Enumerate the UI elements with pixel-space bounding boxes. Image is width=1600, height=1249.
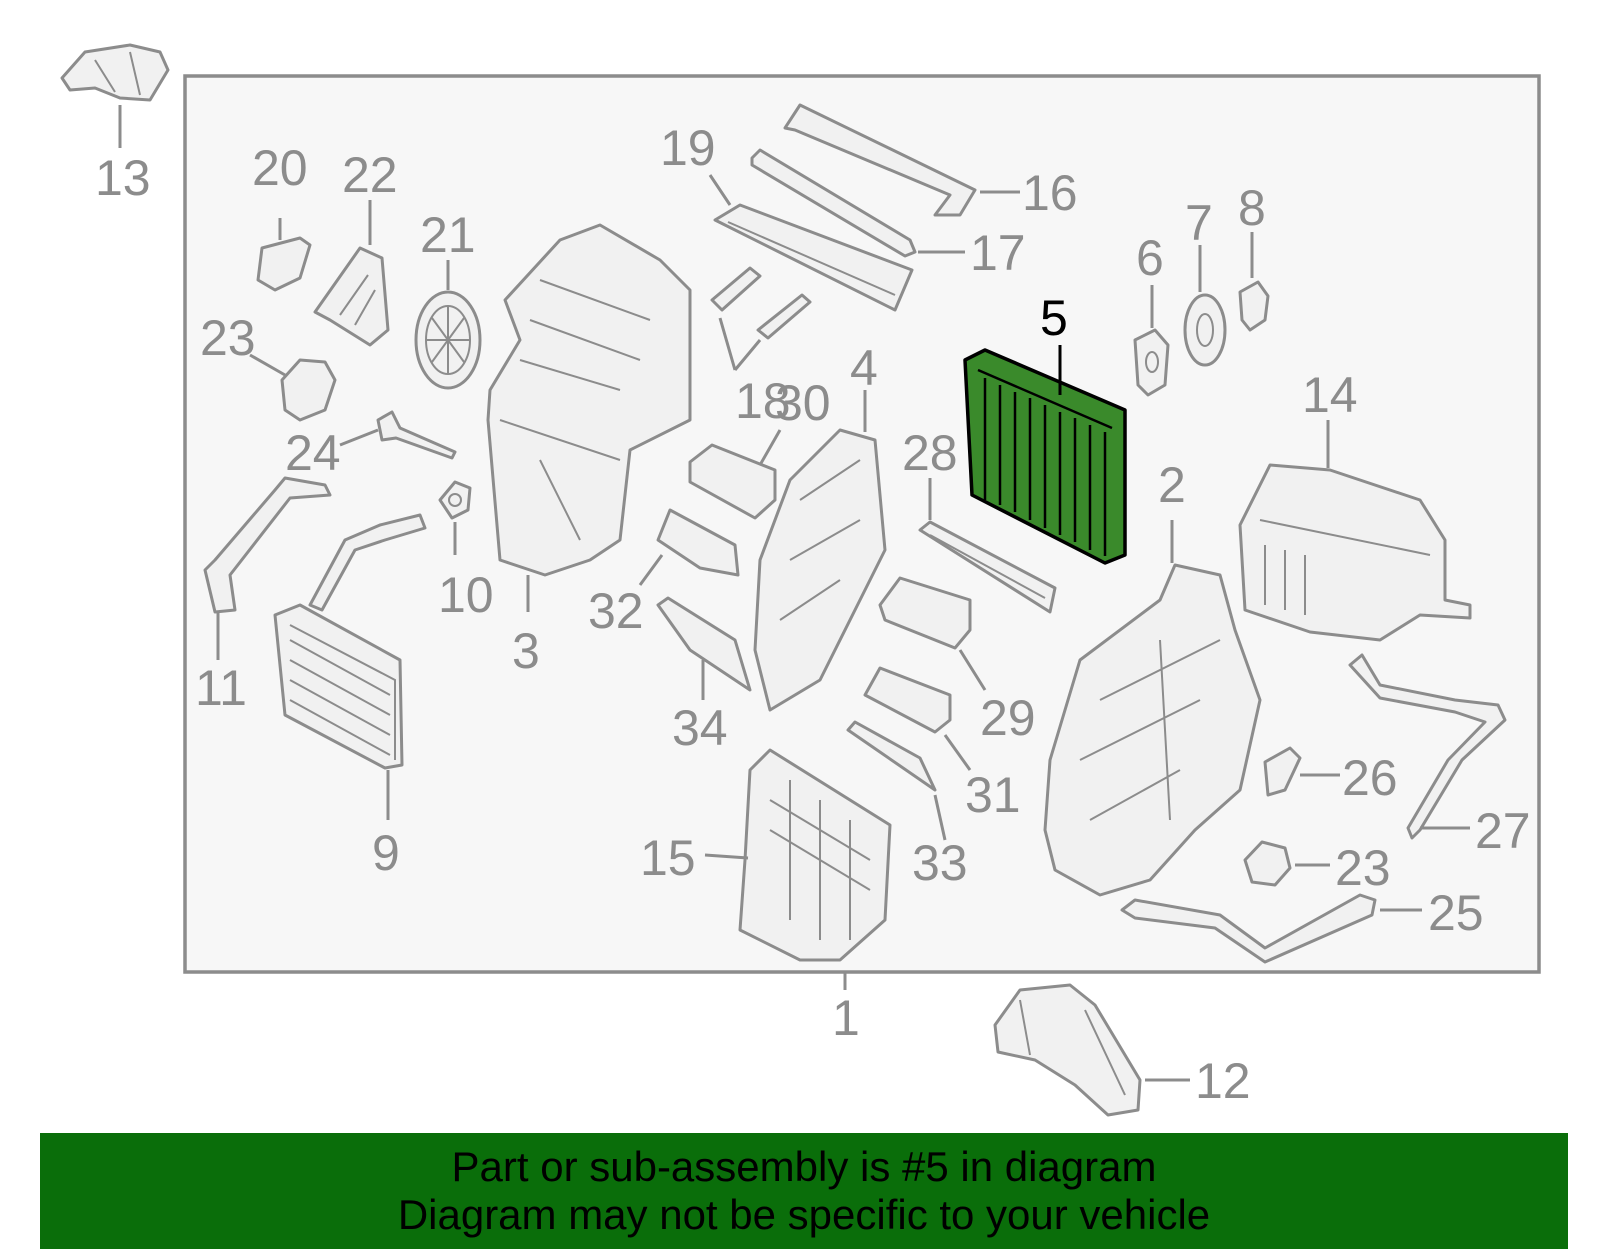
part-18[interactable] [710, 266, 812, 340]
callout-20: 20 [252, 140, 308, 196]
callout-24: 24 [285, 425, 341, 481]
callout-5: 5 [1040, 290, 1068, 346]
callout-11: 11 [195, 660, 247, 716]
leader-23-upper [249, 353, 286, 377]
part-19[interactable] [713, 203, 914, 312]
leader-29 [958, 649, 987, 691]
part-6[interactable] [1133, 328, 1170, 397]
part-7[interactable] [1183, 293, 1227, 367]
callout-17: 17 [970, 225, 1026, 281]
leader-18-a [718, 317, 737, 371]
callout-2: 2 [1158, 457, 1186, 513]
callout-31: 31 [965, 767, 1021, 823]
callout-23-upper: 23 [200, 310, 256, 366]
part-15[interactable] [738, 748, 892, 962]
part-34[interactable] [656, 596, 752, 692]
part-25[interactable] [1120, 893, 1377, 964]
part-12[interactable] [993, 983, 1142, 1117]
callout-27: 27 [1475, 803, 1531, 859]
part-17[interactable] [750, 148, 917, 258]
part-29[interactable] [878, 576, 972, 650]
callout-8: 8 [1238, 180, 1266, 236]
leader-30 [758, 429, 782, 466]
callout-19: 19 [660, 120, 716, 176]
part-11[interactable] [203, 476, 332, 614]
callout-6: 6 [1136, 230, 1164, 286]
callout-14: 14 [1302, 367, 1358, 423]
callout-22: 22 [342, 147, 398, 203]
callout-12: 12 [1195, 1053, 1251, 1109]
callout-29: 29 [980, 690, 1036, 746]
callout-13: 13 [95, 150, 151, 206]
leader-31 [943, 734, 972, 771]
callout-23-lower: 23 [1335, 840, 1391, 896]
part-28[interactable] [918, 520, 1057, 614]
part-14[interactable] [1238, 463, 1472, 642]
part-27[interactable] [1348, 653, 1507, 840]
callout-25: 25 [1428, 885, 1484, 941]
part-22[interactable] [313, 246, 390, 347]
part-23-upper[interactable] [280, 358, 337, 422]
part-16[interactable] [783, 103, 977, 217]
callout-15: 15 [640, 830, 696, 886]
leader-15 [704, 853, 749, 860]
part-10[interactable] [438, 480, 472, 520]
callout-21: 21 [420, 207, 476, 263]
part-5-highlighted[interactable] [963, 348, 1127, 565]
part-30[interactable] [688, 443, 777, 520]
callout-32: 32 [588, 583, 644, 639]
leader-32 [638, 554, 664, 586]
callout-3: 3 [512, 623, 540, 679]
part-9[interactable] [273, 513, 427, 770]
part-24[interactable] [376, 410, 457, 460]
callout-16: 16 [1022, 165, 1078, 221]
part-26[interactable] [1263, 746, 1302, 797]
part-8[interactable] [1238, 280, 1270, 332]
callout-28: 28 [902, 425, 958, 481]
callout-9: 9 [372, 825, 400, 881]
part-23-lower[interactable] [1243, 840, 1292, 887]
banner-line-2: Diagram may not be specific to your vehi… [397, 1191, 1211, 1238]
leader-18-b [733, 339, 762, 371]
callout-18: 18 [735, 373, 791, 429]
part-13[interactable] [60, 43, 170, 102]
callout-33: 33 [912, 835, 968, 891]
callout-7: 7 [1185, 195, 1213, 251]
part-33[interactable] [846, 720, 937, 792]
callout-1: 1 [832, 990, 860, 1046]
part-31[interactable] [863, 666, 952, 734]
part-21[interactable] [414, 290, 482, 390]
callout-26: 26 [1342, 750, 1398, 806]
part-32[interactable] [656, 508, 740, 577]
part-20[interactable] [256, 236, 312, 292]
leader-33 [933, 794, 947, 841]
info-banner: Part or sub-assembly is #5 in diagram Di… [40, 1133, 1568, 1249]
callout-30: 30 [775, 375, 831, 431]
part-4[interactable] [753, 428, 887, 712]
callout-10: 10 [438, 567, 494, 623]
callout-34: 34 [672, 700, 728, 756]
banner-line-1: Part or sub-assembly is #5 in diagram [451, 1143, 1157, 1190]
leader-19 [708, 174, 732, 206]
part-3[interactable] [486, 223, 692, 577]
part-2[interactable] [1043, 563, 1262, 897]
callout-4: 4 [850, 340, 878, 396]
leader-24 [339, 428, 379, 447]
